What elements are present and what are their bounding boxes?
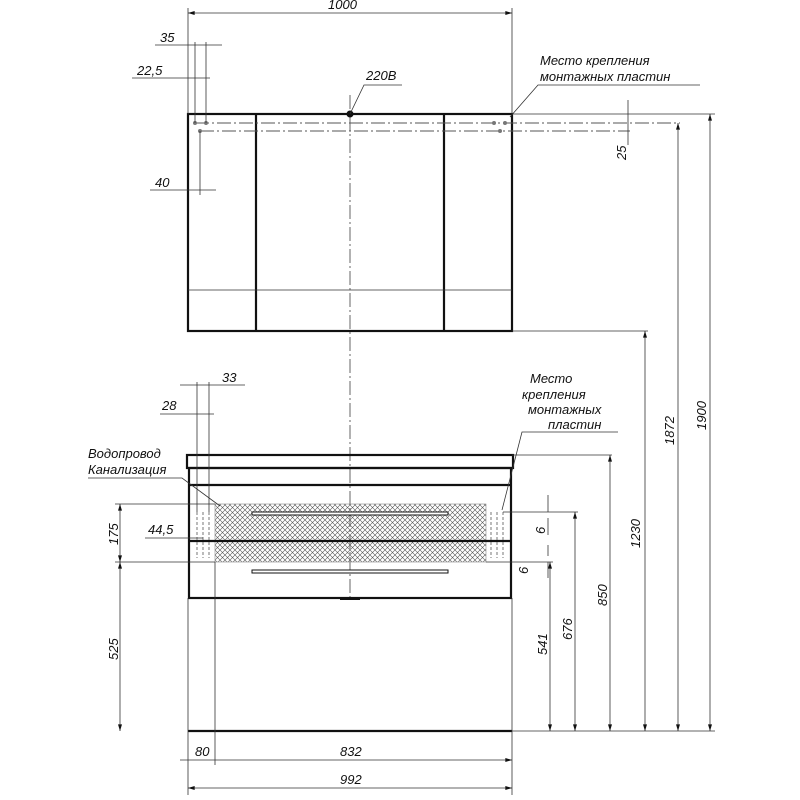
vanity-dim-992-label: 992 <box>340 772 362 787</box>
vanity-dim-28-label: 28 <box>161 398 177 413</box>
vanity-dim-525-label: 525 <box>106 638 121 660</box>
vanity-mount-label-line4-label: пластин <box>548 417 601 432</box>
vanity-mount-label-line2-label: крепления <box>522 387 586 402</box>
vanity-mount-label-line1-label: Место <box>530 371 572 386</box>
vanity-dim-175-label: 175 <box>106 523 121 545</box>
mirror-cabinet <box>186 110 680 333</box>
drawer-handle <box>251 511 449 516</box>
drawing-line <box>509 84 700 118</box>
mirror-cabinet-dim-22-5-label: 22,5 <box>136 63 163 78</box>
vanity-dim-33-label: 33 <box>222 370 237 385</box>
vanity-dimensions: 33 28 Водопровод Канализация Место крепл… <box>88 330 715 795</box>
drawer-handle <box>251 569 449 574</box>
mirror-cabinet-dim-1872-label: 1872 <box>662 415 677 445</box>
vanity-dim-1230-label: 1230 <box>628 518 643 548</box>
mirror-cabinet-dim-40-label: 40 <box>155 175 170 190</box>
vanity-dim-44-5-label: 44,5 <box>148 522 174 537</box>
drawing-line <box>349 84 402 115</box>
drawing-line <box>88 477 221 507</box>
vanity-mount-label-line3-label: монтажных <box>528 402 602 417</box>
vanity-dim-6-top-label: 6 <box>533 526 548 534</box>
drawing-line <box>492 121 496 125</box>
vanity-dim-6-bottom-label: 6 <box>516 566 531 574</box>
vanity-dim-541-label: 541 <box>535 633 550 655</box>
vanity-dim-80-label: 80 <box>195 744 210 759</box>
drawing-line <box>196 512 504 558</box>
vanity-pipes-label-line1-label: Водопровод <box>88 446 161 461</box>
mirror-cabinet-dim-1900-label: 1900 <box>694 400 709 430</box>
mirror-cabinet-width-label: 1000 <box>328 0 358 12</box>
drawing-line <box>498 129 502 133</box>
mirror-cabinet-power-label-label: 220В <box>365 68 397 83</box>
vanity-dim-850-label: 850 <box>595 584 610 606</box>
drawing-line <box>193 121 507 133</box>
vanity-dim-676-label: 676 <box>560 618 575 640</box>
mirror-dimensions: 1000 35 22,5 40 220В Место крепления мон… <box>132 0 715 731</box>
vanity-dim-832-label: 832 <box>340 744 362 759</box>
drawing-line <box>501 431 618 511</box>
mirror-cabinet-mount-label-line1-label: Место крепления <box>540 53 650 68</box>
drawing-line <box>503 121 507 125</box>
vanity-unit <box>185 453 515 733</box>
mirror-cabinet-mount-label-line2-label: монтажных пластин <box>540 69 670 84</box>
mirror-cabinet-dim-35-label: 35 <box>160 30 175 45</box>
mirror-cabinet-dim-25-label: 25 <box>614 145 629 161</box>
vanity-pipes-label-line2-label: Канализация <box>88 462 166 477</box>
